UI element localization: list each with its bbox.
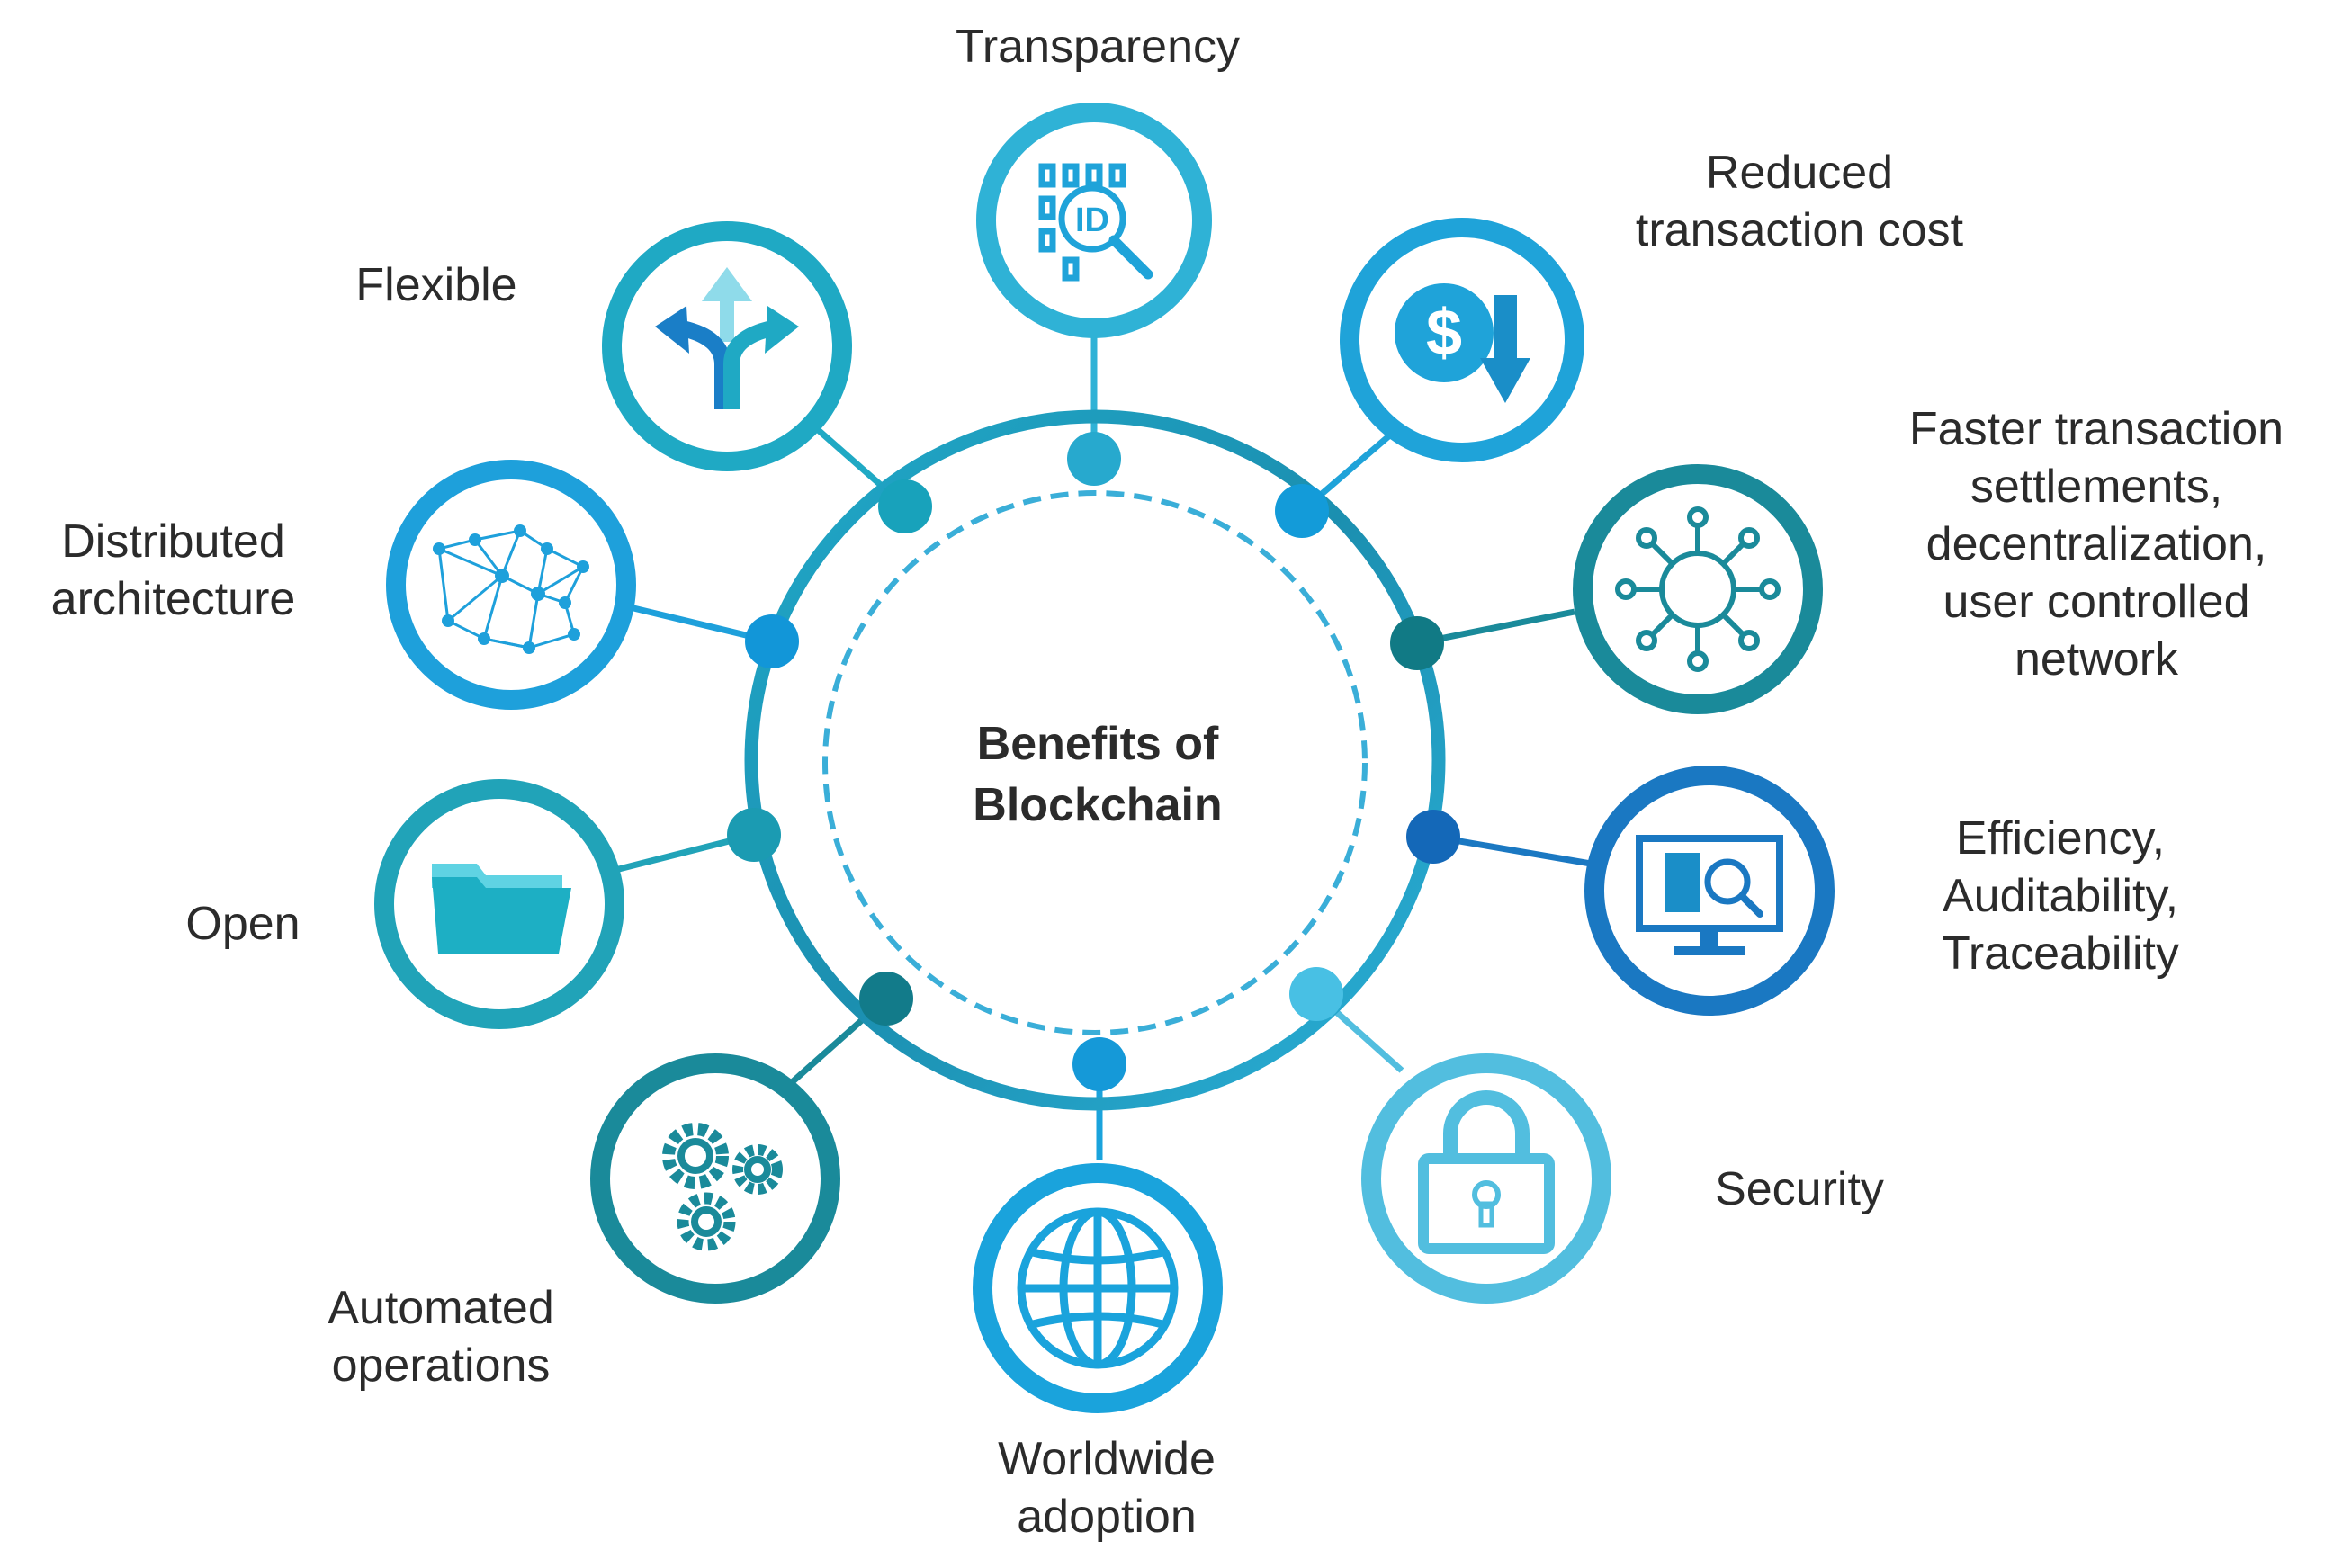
label-distributed: Distributed architecture xyxy=(50,515,296,625)
mesh-network-icon xyxy=(433,524,589,654)
label-flexible: Flexible xyxy=(355,259,517,311)
dot-efficiency xyxy=(1406,810,1460,864)
dot-worldwide xyxy=(1072,1037,1126,1091)
dot-transparency xyxy=(1067,432,1121,486)
center-title: Benefits of Blockchain xyxy=(973,718,1223,831)
globe-icon xyxy=(1017,1207,1179,1369)
ring-dots xyxy=(727,432,1460,1091)
monitor-search-icon xyxy=(1636,835,1783,955)
dot-distributed xyxy=(745,614,799,668)
dollar-down-arrow-icon: $ xyxy=(1395,283,1530,403)
dot-security xyxy=(1289,967,1343,1021)
gears-icon xyxy=(662,1123,783,1251)
dot-reduced-cost xyxy=(1275,484,1329,538)
label-faster-settlements: Faster transaction settlements, decentra… xyxy=(1908,403,2284,685)
dot-faster xyxy=(1390,616,1444,670)
label-worldwide: Worldwide adoption xyxy=(998,1433,1216,1543)
padlock-icon xyxy=(1418,1090,1555,1254)
label-open: Open xyxy=(185,898,301,950)
outer-ring xyxy=(744,409,1446,1111)
label-efficiency: Efficiency, Auditability, Traceability xyxy=(1942,812,2179,980)
label-reduced-cost: Reduced transaction cost xyxy=(1635,147,1964,256)
dot-flexible xyxy=(878,479,932,533)
network-hub-icon xyxy=(1615,506,1781,672)
icon-circle-distributed xyxy=(386,460,636,710)
label-security: Security xyxy=(1715,1163,1884,1215)
dot-open xyxy=(727,808,781,862)
split-arrows-icon xyxy=(655,267,799,409)
id-magnifier-icon: ID xyxy=(1038,163,1153,282)
label-transparency: Transparency xyxy=(956,21,1240,73)
inner-dashed-ring xyxy=(822,490,1368,1035)
svg-text:ID: ID xyxy=(1075,202,1109,239)
svg-text:$: $ xyxy=(1426,297,1462,369)
icon-circle-flexible xyxy=(602,221,852,471)
label-automated: Automated operations xyxy=(328,1282,554,1392)
dot-automated xyxy=(859,972,913,1026)
folder-icon xyxy=(432,864,571,954)
